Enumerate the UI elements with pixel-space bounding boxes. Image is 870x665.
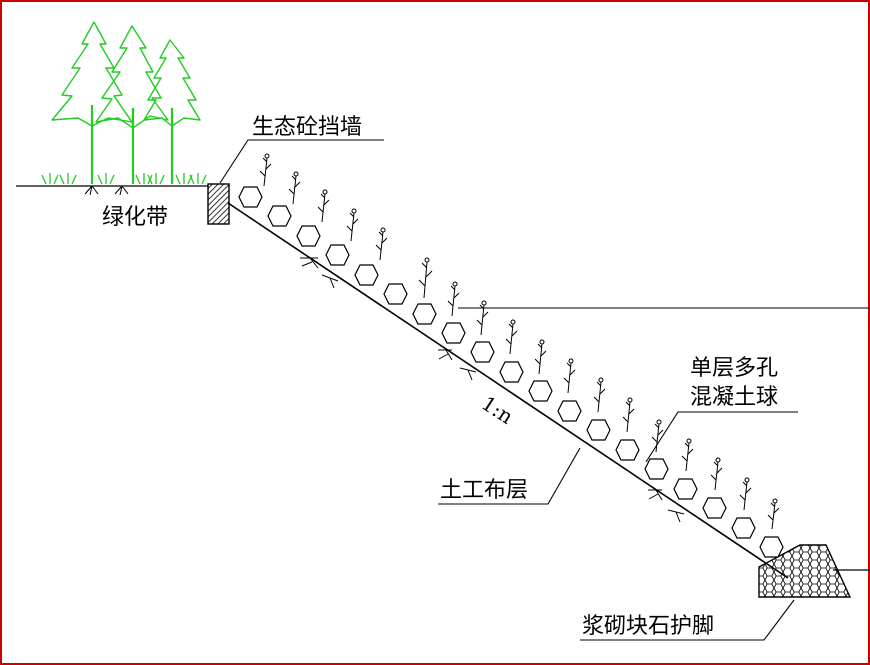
porous-concrete-ball-icon: [441, 322, 466, 344]
sprout-icon: [346, 208, 359, 242]
plants: [259, 153, 780, 530]
porous-concrete-ball-icon: [238, 186, 263, 208]
sprout-icon: [767, 498, 780, 530]
sprout-icon: [622, 397, 635, 433]
sprout-icon: [418, 257, 433, 299]
porous-concrete-ball-icon: [702, 497, 727, 519]
label-ball-line2: 混凝土球: [690, 385, 778, 410]
porous-concrete-ball-icon: [673, 478, 698, 500]
tree-group: [41, 21, 207, 185]
leader-toe: [580, 599, 795, 641]
sprout-icon: [476, 300, 489, 336]
sprout-icon: [375, 227, 388, 261]
sprout-icon: [681, 438, 694, 472]
porous-concrete-ball-icon: [412, 303, 437, 325]
eco-wall: [207, 183, 230, 225]
porous-concrete-ball-icon: [267, 205, 292, 227]
pine-tree-icon: [51, 21, 133, 184]
sprout-icon: [739, 477, 752, 511]
sprout-icon: [534, 339, 547, 375]
porous-concrete-ball-icon: [296, 225, 321, 247]
leader-geotextile: [438, 447, 581, 505]
grass-tufts: [41, 173, 207, 185]
porous-concrete-ball-icon: [644, 458, 669, 480]
pine-tree-icon: [143, 39, 201, 184]
sprout-icon: [447, 281, 460, 317]
label-eco-wall: 生态砼挡墙: [252, 115, 362, 140]
porous-concrete-ball-icon: [354, 264, 379, 286]
label-ratio: 1:n: [477, 391, 517, 429]
porous-concrete-ball-icon: [759, 536, 784, 558]
label-geotextile: 土工布层: [440, 478, 528, 503]
sprout-icon: [651, 419, 664, 453]
sprout-icon: [710, 457, 723, 491]
toe-masonry: [758, 544, 852, 598]
label-green-belt: 绿化带: [102, 205, 168, 230]
label-toe: 浆砌块石护脚: [582, 614, 714, 639]
sprout-icon: [593, 377, 606, 413]
porous-concrete-ball-icon: [557, 400, 582, 422]
pine-tree-icon: [95, 25, 169, 184]
label-ball-line1: 单层多孔: [690, 356, 778, 381]
porous-concrete-ball-icon: [325, 244, 350, 266]
slope-line: [227, 202, 789, 579]
porous-concrete-ball-icon: [731, 517, 756, 539]
sprout-icon: [563, 358, 576, 394]
sprout-icon: [259, 153, 272, 187]
leader-lines: [219, 139, 798, 641]
sprout-icon: [505, 319, 518, 355]
leader-eco-wall: [219, 139, 384, 184]
porous-concrete-ball-icon: [383, 283, 408, 305]
porous-concrete-ball-icon: [615, 439, 640, 461]
concrete-balls: [238, 186, 784, 558]
porous-concrete-ball-icon: [528, 380, 553, 402]
leader-ball: [645, 411, 798, 463]
tree-roots: [84, 185, 129, 196]
sprout-icon: [288, 171, 301, 205]
porous-concrete-ball-icon: [586, 419, 611, 441]
slope-roots: [300, 257, 685, 523]
sprout-icon: [317, 189, 330, 223]
porous-concrete-ball-icon: [470, 341, 495, 363]
porous-concrete-ball-icon: [499, 361, 524, 383]
